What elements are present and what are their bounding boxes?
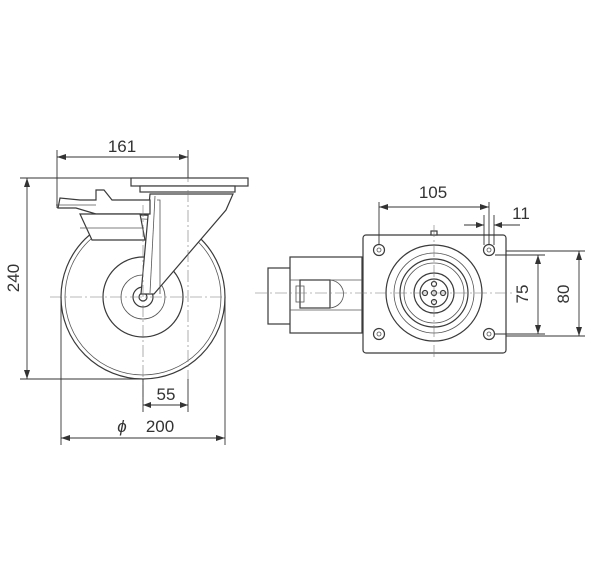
dim-hole-diameter-label: 11 bbox=[512, 204, 530, 223]
brake-housing-outer bbox=[267, 267, 293, 325]
dim-hole-spacing-label: 105 bbox=[419, 183, 447, 202]
fork-leg-edge bbox=[149, 195, 156, 294]
hole-bottom-right bbox=[482, 327, 496, 341]
mounting-holes bbox=[372, 243, 496, 341]
dim-diameter-symbol: ϕ bbox=[117, 417, 126, 436]
side-view: 161 240 55 ϕ 200 bbox=[4, 137, 249, 445]
dim-top-width-label: 161 bbox=[108, 137, 136, 156]
hole-bottom-left bbox=[372, 327, 386, 341]
hole-top-right bbox=[482, 243, 496, 257]
dim-hole-spacing-vertical-label: 75 bbox=[513, 285, 532, 304]
brake-pedal-curve bbox=[329, 279, 344, 309]
top-plate-bearing bbox=[139, 185, 236, 193]
brake-body bbox=[79, 213, 146, 241]
dim-offset-label: 55 bbox=[157, 385, 176, 404]
hole-top-left bbox=[372, 243, 386, 257]
top-plate bbox=[130, 177, 249, 187]
brake-pin-top bbox=[295, 285, 305, 303]
fork-leg bbox=[140, 193, 234, 295]
dim-plate-height-label: 80 bbox=[554, 285, 573, 304]
fork-leg-inner bbox=[157, 199, 161, 294]
dim-diameter-label: 200 bbox=[146, 417, 174, 436]
brake-lever bbox=[57, 189, 151, 215]
top-view: 105 11 75 80 bbox=[255, 183, 585, 360]
brake-pedal bbox=[299, 279, 331, 309]
dim-total-height-label: 240 bbox=[4, 264, 23, 292]
